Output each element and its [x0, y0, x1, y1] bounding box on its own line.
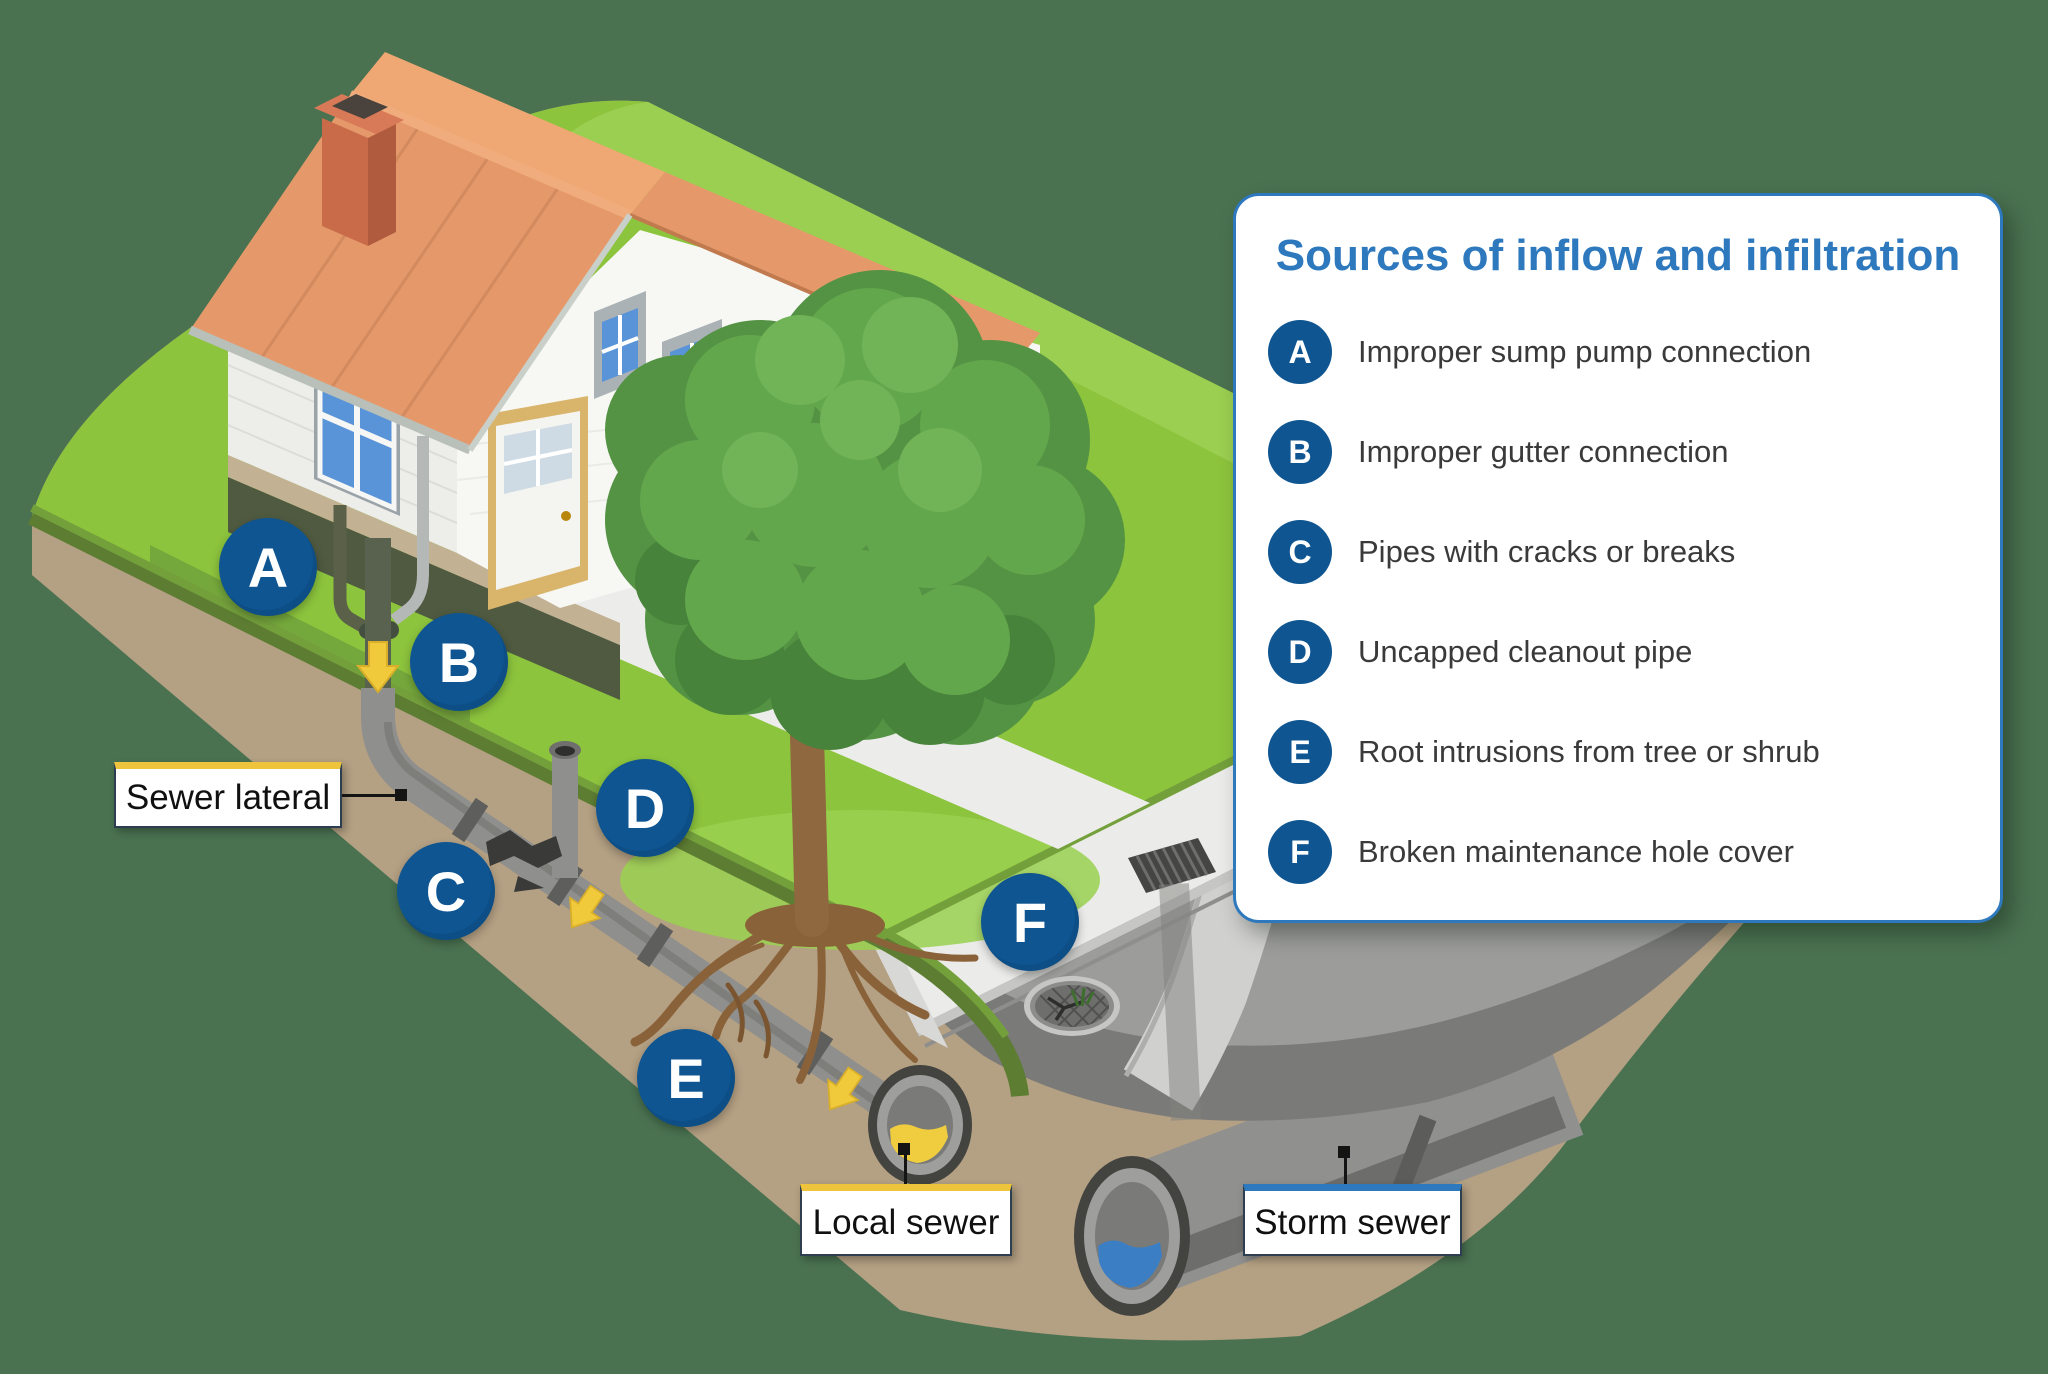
legend-item-a: A Improper sump pump connection — [1236, 302, 2000, 402]
cover-crack — [1047, 996, 1083, 1021]
legend-badge-a: A — [1268, 320, 1332, 385]
marker-e-letter: E — [667, 1046, 705, 1110]
roof-far-slope — [350, 52, 665, 215]
callout-sewer-lateral-text: Sewer lateral — [125, 777, 331, 817]
legend-badge-f: F — [1268, 820, 1332, 885]
flow-arrow-icon — [569, 884, 606, 929]
legend-item-f: F Broken maintenance hole cover — [1236, 802, 2000, 902]
cleanout-riser — [549, 741, 581, 878]
catch-basin-riser — [1159, 883, 1201, 1121]
legend-panel: Sources of inflow and infiltration A Imp… — [1233, 193, 2003, 923]
marker-f-letter: F — [1012, 890, 1048, 954]
root-intrusion-wraps — [725, 982, 771, 1059]
marker-f: F — [981, 873, 1079, 971]
callout-local-sewer-dot — [898, 1143, 910, 1155]
callout-storm-sewer-connector — [1344, 1154, 1347, 1184]
door-knob-icon — [561, 511, 571, 521]
legend-item-f-text: Broken maintenance hole cover — [1358, 834, 1794, 870]
marker-d-letter: D — [624, 776, 666, 840]
flow-arrow-icon — [827, 1066, 864, 1111]
callout-sewer-lateral-dot — [395, 789, 407, 801]
storm-sewer-outlet — [1074, 1156, 1190, 1316]
sewer-lateral-pipe — [361, 688, 930, 1141]
callout-sewer-lateral-connector — [342, 794, 398, 797]
legend-item-d-text: Uncapped cleanout pipe — [1358, 634, 1693, 670]
tree — [605, 270, 1125, 1084]
chimney — [314, 94, 404, 246]
legend-badge-c: C — [1268, 520, 1332, 585]
door — [488, 396, 588, 610]
callout-storm-sewer-text: Storm sewer — [1254, 1202, 1451, 1242]
storm-water — [1098, 1240, 1162, 1288]
legend-badge-b: B — [1268, 420, 1332, 485]
marker-a-letter: A — [247, 535, 289, 599]
marker-e: E — [637, 1029, 735, 1127]
local-sewer-outlet — [868, 1065, 972, 1185]
uncapped-opening — [555, 746, 575, 756]
legend-title: Sources of inflow and infiltration — [1275, 231, 1961, 280]
callout-sewer-lateral: Sewer lateral — [114, 762, 342, 828]
roof-ridge — [348, 90, 632, 220]
legend-badge-e: E — [1268, 720, 1332, 785]
lawn-mound — [620, 810, 1100, 950]
legend-item-c-text: Pipes with cracks or breaks — [1358, 534, 1736, 570]
legend-item-b: B Improper gutter connection — [1236, 402, 2000, 502]
marker-d: D — [596, 759, 694, 857]
callout-local-sewer-text: Local sewer — [812, 1202, 1000, 1242]
marker-a: A — [219, 518, 317, 616]
marker-c-letter: C — [425, 859, 467, 923]
callout-storm-sewer-dot — [1338, 1146, 1350, 1158]
legend-rows: A Improper sump pump connection B Improp… — [1236, 302, 2000, 902]
legend-item-d: D Uncapped cleanout pipe — [1236, 602, 2000, 702]
marker-c: C — [397, 842, 495, 940]
callout-storm-sewer: Storm sewer — [1243, 1184, 1462, 1256]
flow-arrow-icon — [355, 641, 401, 694]
grass-tufts — [1070, 987, 1095, 1007]
maintenance-hole-cover — [1024, 976, 1120, 1036]
roof-fascia — [188, 325, 472, 455]
legend-item-c: C Pipes with cracks or breaks — [1236, 502, 2000, 602]
roof-rake-edge — [467, 213, 633, 452]
legend-badge-d: D — [1268, 620, 1332, 685]
callout-local-sewer-connector — [904, 1150, 907, 1184]
callout-local-sewer: Local sewer — [800, 1184, 1012, 1256]
legend-item-e-text: Root intrusions from tree or shrub — [1358, 734, 1820, 770]
marker-b-letter: B — [438, 630, 480, 694]
sidewalk-end-face — [872, 942, 948, 1048]
legend-item-b-text: Improper gutter connection — [1358, 434, 1729, 470]
storm-drain-grate — [1128, 838, 1216, 893]
pipe-crack — [486, 830, 562, 892]
legend-item-e: E Root intrusions from tree or shrub — [1236, 702, 2000, 802]
marker-b: B — [410, 613, 508, 711]
tree-canopy — [605, 270, 1125, 750]
legend-item-a-text: Improper sump pump connection — [1358, 334, 1812, 370]
